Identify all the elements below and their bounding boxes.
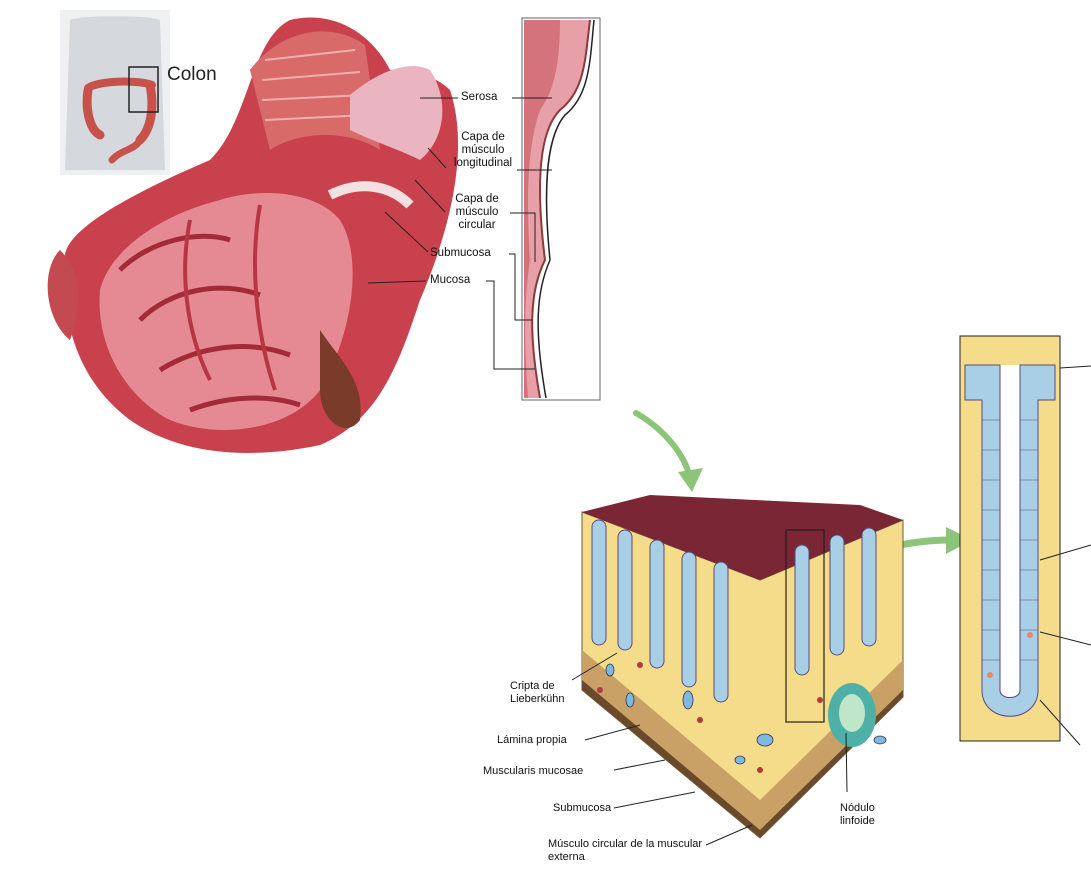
label-serosa: Serosa: [461, 91, 497, 104]
wall-block: [582, 495, 903, 838]
crypt-detail: [960, 336, 1091, 745]
colon-region-label: Colon: [167, 64, 217, 86]
label-mucosa: Mucosa: [430, 274, 470, 287]
label-submucosa-bottom: Submucosa: [553, 802, 611, 815]
label-lamina-propia: Lámina propia: [497, 734, 567, 747]
torso-inset: [60, 10, 170, 175]
wall-strip: [522, 18, 600, 400]
label-circular-muscle: Capa de músculo circular: [444, 193, 510, 232]
label-lymph-nodule: Nódulo linfoide: [840, 802, 900, 827]
label-muscularis-mucosae: Muscularis mucosae: [483, 765, 583, 778]
label-circular-muscle-externa: Músculo circular de la muscular externa: [548, 838, 708, 863]
label-submucosa-top: Submucosa: [430, 247, 491, 260]
label-longitudinal-muscle: Capa de músculo longitudinal: [444, 131, 522, 170]
label-crypt-lieberkuhn: Cripta de Lieberkühn: [510, 680, 600, 705]
